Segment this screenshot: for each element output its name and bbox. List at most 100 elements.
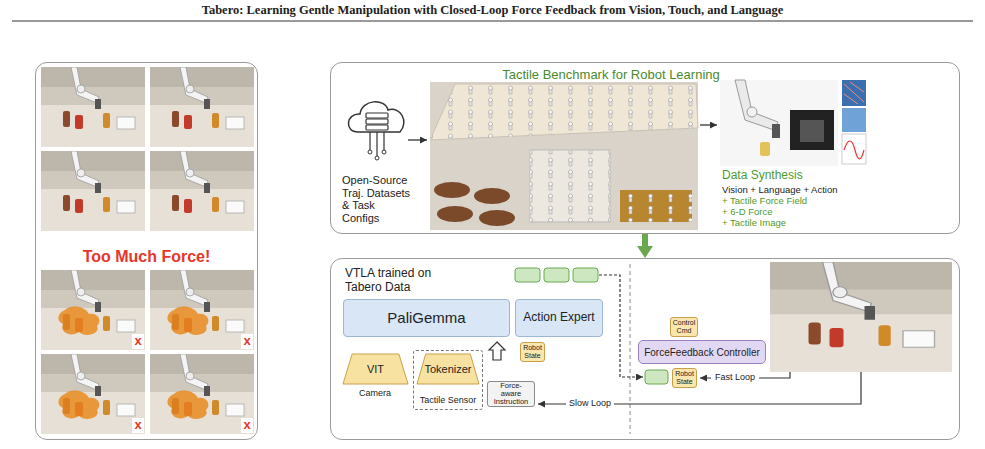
model-panel: VTLA trained on Tabero DataPaliGemmaActi… — [330, 258, 960, 440]
state-box: Robot State — [520, 342, 545, 362]
node-text: ForceFeedback Controller — [644, 347, 760, 358]
cloud-server-icon-part — [368, 150, 372, 154]
scene-photos-part — [41, 270, 145, 350]
cloud-server-icon-part — [366, 119, 388, 124]
scene-photos-part — [59, 391, 100, 419]
synthesis-render-part — [842, 80, 866, 106]
simulation-scene-part — [474, 188, 510, 204]
synthesis-render-part — [760, 142, 770, 156]
modality-item: + 6-D Force — [722, 207, 858, 218]
cloud-server-icon-part — [375, 156, 379, 160]
instruction-box: Force-aware Instruction — [487, 381, 535, 407]
input-arrow — [489, 342, 505, 360]
modality-item: + Tactile Force Field — [722, 196, 858, 207]
node-text: Too Much Force! — [36, 247, 257, 266]
trapezoid-shape — [343, 354, 408, 384]
node-text: Force-aware Instruction — [490, 382, 532, 407]
divider-line — [630, 264, 631, 434]
simulation-scene — [430, 82, 698, 230]
header-rule — [12, 21, 973, 22]
loop-label: Slow Loop — [566, 398, 614, 408]
fail-mark: x — [241, 418, 253, 433]
simulation-scene-part — [530, 150, 610, 222]
node-text: Control Cmd — [673, 319, 696, 334]
cloud-server-icon — [348, 102, 403, 160]
sensor-label: Camera — [350, 388, 400, 398]
flow-arrows-part — [700, 124, 717, 125]
cloud-server-icon-part — [348, 102, 403, 132]
encoder-trapezoid: VIT — [343, 354, 408, 384]
synthesis-render-part — [735, 80, 778, 130]
scene-photos-part — [41, 67, 145, 147]
synthesis-render-part — [800, 120, 824, 142]
trapezoid-shape — [417, 354, 479, 384]
synthesis-render-part — [844, 82, 864, 104]
action-tokens-part — [515, 268, 540, 282]
simulation-scene-part — [479, 210, 515, 226]
simulation-scene-part — [620, 190, 692, 222]
source-label: Open-Source Traj. Datasets & Task Config… — [342, 174, 414, 225]
action-chunk-arrow — [599, 275, 643, 377]
node-text: VTLA trained on Tabero Data — [345, 266, 449, 295]
action-tokens-part — [573, 268, 598, 282]
cloud-server-icon-part — [382, 150, 386, 154]
fail-mark: x — [132, 334, 144, 349]
scene-photos-part — [168, 307, 209, 335]
synthesis-render-part — [720, 80, 838, 166]
robot-photo — [770, 262, 952, 372]
node-text: Robot State — [675, 370, 694, 385]
synthesis-render-part — [772, 124, 780, 138]
flow-arrows — [408, 125, 717, 140]
scene-photos-part — [150, 151, 254, 231]
synthesis-heading: Data Synthesis — [722, 169, 852, 183]
fail-mark: x — [132, 418, 144, 433]
fail-mark: x — [241, 334, 253, 349]
simulation-scene-part — [430, 82, 698, 230]
tokenizer-trapezoid: Tokenizer — [417, 354, 479, 384]
command-box: Control Cmd — [670, 317, 698, 337]
scene-photos-part — [150, 270, 254, 350]
synthesis-render-part — [747, 107, 757, 117]
node-text: Robot State — [523, 344, 542, 359]
action-expert-box: Action Expert — [515, 299, 603, 337]
simulation-scene-part — [430, 84, 698, 140]
simulation-scene-part — [434, 182, 470, 198]
modality-item: + Tactile Image — [722, 218, 858, 229]
simulation-scene-part — [530, 150, 610, 222]
scene-photos-part — [150, 67, 254, 147]
synthesis-render-part — [790, 110, 834, 150]
node-text: Action Expert — [523, 311, 594, 324]
synthesis-render-part — [842, 134, 866, 164]
scene-photos-part — [168, 391, 209, 419]
node-text: VIT — [367, 363, 384, 375]
scene-photos-part — [59, 307, 100, 335]
benchmark-panel: Tactile Benchmark for Robot Learning — [330, 62, 960, 234]
action-tokens-part — [645, 370, 668, 384]
synthesis-render — [720, 80, 866, 166]
sensor-group: Tactile Sensor Tokenizer — [413, 350, 483, 410]
state-box: Robot State — [672, 368, 697, 388]
node-text: Tokenizer — [424, 363, 471, 375]
flow-arrows-part — [408, 139, 427, 140]
simulation-scene-part — [430, 84, 698, 140]
node-text: Tactile Benchmark for Robot Learning — [461, 67, 761, 83]
flow-arrow — [642, 234, 648, 246]
scene-photos-part — [41, 354, 145, 434]
cloud-server-icon-part — [366, 113, 388, 118]
scene-photos-part — [150, 354, 254, 434]
synthesis-render-part — [842, 108, 866, 132]
loop-label: Fast Loop — [711, 372, 759, 382]
simulation-scene-part — [620, 190, 692, 222]
cloud-server-icon-part — [366, 125, 388, 130]
node-text: Tactile Sensor — [420, 396, 477, 406]
action-tokens — [515, 268, 668, 384]
modality-item: Vision + Language + Action — [722, 185, 858, 196]
simulation-scene-part — [437, 206, 473, 222]
synthesis-render-part — [844, 141, 864, 159]
action-tokens-part — [544, 268, 569, 282]
failure-panel: Too Much Force! — [35, 62, 258, 440]
controller-box: ForceFeedback Controller — [638, 340, 766, 364]
